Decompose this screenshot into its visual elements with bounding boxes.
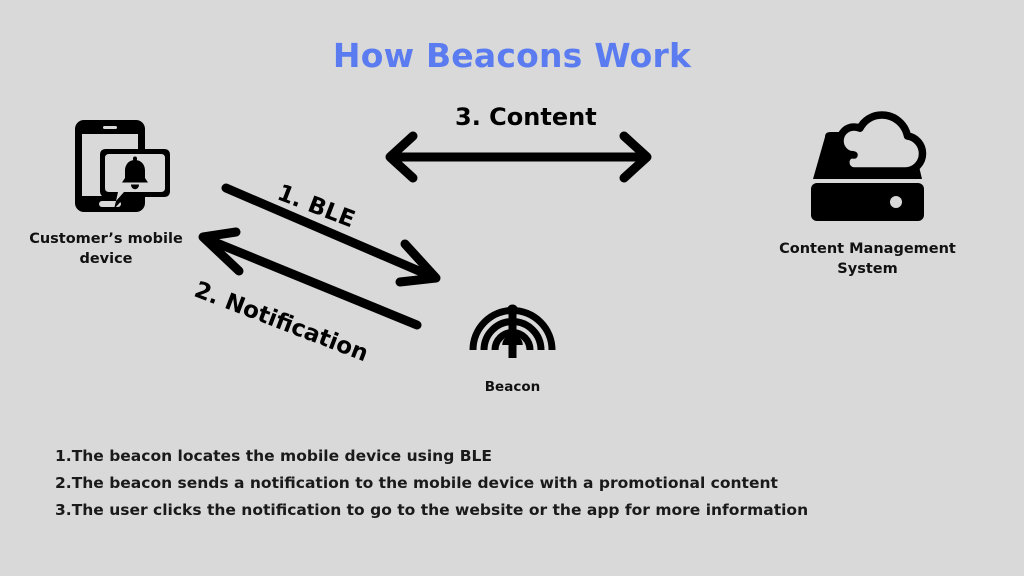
list-item: 3.The user clicks the notification to go… — [55, 497, 935, 524]
step-text: The beacon sends a notification to the m… — [71, 474, 778, 492]
smartphone-notification-icon — [70, 115, 175, 215]
step-text: The user clicks the notification to go t… — [71, 501, 809, 519]
list-item: 2.The beacon sends a notification to the… — [55, 470, 935, 497]
cms-label: Content Management System — [770, 240, 965, 279]
steps-list: 1.The beacon locates the mobile device u… — [55, 443, 935, 524]
arrow-notification-shape — [198, 227, 422, 330]
step-number: 3. — [55, 501, 72, 519]
step-text: The beacon locates the mobile device usi… — [71, 447, 492, 465]
cms-label-line2: System — [837, 260, 898, 277]
mobile-device-label-line2: device — [79, 250, 133, 267]
cloud-server-icon — [805, 111, 930, 225]
beacon-label: Beacon — [484, 379, 541, 395]
page-title: How Beacons Work — [332, 36, 692, 75]
step-number: 1. — [55, 447, 72, 465]
beacon-signal-icon — [465, 262, 560, 367]
mobile-device-label-line1: Customer’s mobile — [29, 231, 183, 247]
mobile-device-label: Customer’s mobile device — [16, 230, 196, 269]
cms-label-line1: Content Management — [779, 241, 956, 257]
step-number: 2. — [55, 474, 72, 492]
arrow-ble-shape — [221, 183, 441, 287]
arrow-content-shape — [385, 131, 652, 183]
list-item: 1.The beacon locates the mobile device u… — [55, 443, 935, 470]
arrow-content-label: 3. Content — [455, 103, 597, 131]
